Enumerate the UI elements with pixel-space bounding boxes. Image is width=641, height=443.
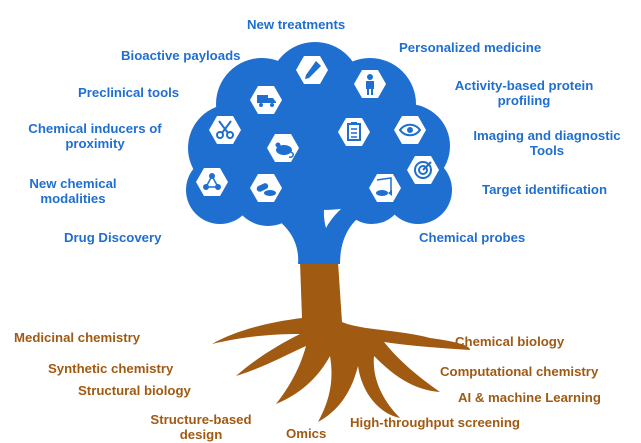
label-imaging-line1: Imaging and diagnostic — [473, 128, 621, 143]
label-chemical-probes: Chemical probes — [419, 230, 526, 245]
label-bioactive-payloads: Bioactive payloads — [121, 48, 241, 63]
label-structure-based-line1: Structure-based — [150, 412, 252, 427]
fishing-icon — [369, 174, 401, 202]
label-target-identification: Target identification — [482, 182, 608, 197]
label-activity-based-line2: profiling — [497, 93, 551, 108]
mouse-icon — [267, 134, 299, 162]
label-imaging-line2: Tools — [529, 143, 565, 158]
label-structural-biology: Structural biology — [78, 383, 191, 398]
label-structure-based-design: Structure-based design — [136, 412, 266, 442]
label-drug-discovery: Drug Discovery — [64, 230, 162, 245]
label-preclinical-tools: Preclinical tools — [78, 85, 180, 100]
label-activity-based-protein-profiling: Activity-based protein profiling — [434, 78, 614, 108]
target-icon — [407, 156, 439, 184]
truck-icon — [250, 86, 282, 114]
hex-icons — [196, 56, 439, 202]
label-high-throughput-screening: High-throughput screening — [350, 415, 520, 430]
label-medicinal-chemistry: Medicinal chemistry — [14, 330, 141, 345]
label-omics: Omics — [286, 426, 327, 441]
label-new-chemical-modalities: New chemical modalities — [14, 176, 132, 206]
label-computational-chemistry: Computational chemistry — [440, 364, 599, 379]
label-chemical-inducers-line2: proximity — [65, 136, 125, 151]
label-new-modalities-line1: New chemical — [29, 176, 117, 191]
label-structure-based-line2: design — [179, 427, 223, 442]
pills-icon — [250, 174, 282, 202]
molecules-icon — [196, 168, 228, 196]
label-new-treatments: New treatments — [247, 17, 346, 32]
scissors-icon — [209, 116, 241, 144]
label-personalized-medicine: Personalized medicine — [399, 40, 542, 55]
label-ai-machine-learning: AI & machine Learning — [458, 390, 601, 405]
tree-roots — [212, 262, 470, 422]
label-activity-based-line1: Activity-based protein — [454, 78, 594, 93]
person-icon — [354, 70, 386, 98]
label-chemical-inducers-line1: Chemical inducers of — [28, 121, 162, 136]
label-chemical-biology: Chemical biology — [455, 334, 565, 349]
label-synthetic-chemistry: Synthetic chemistry — [48, 361, 174, 376]
label-chemical-inducers-of-proximity: Chemical inducers of proximity — [8, 121, 182, 151]
eye-icon — [394, 116, 426, 144]
clipboard-icon — [338, 118, 370, 146]
label-imaging-and-diagnostic-tools: Imaging and diagnostic Tools — [456, 128, 638, 158]
label-new-modalities-line2: modalities — [40, 191, 106, 206]
dropper-icon — [296, 56, 328, 84]
